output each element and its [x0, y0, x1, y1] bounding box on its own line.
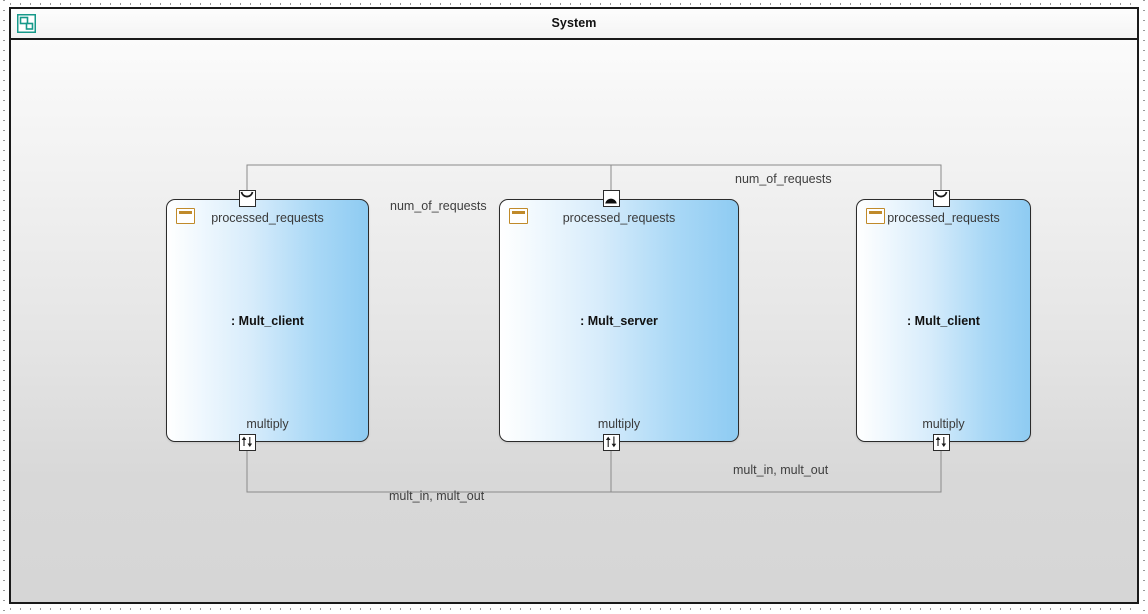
port-processed-requests-provided-server[interactable]: [603, 190, 620, 207]
port-label-processed-requests: processed_requests: [562, 211, 676, 225]
part-mult-client-right[interactable]: processed_requests : Mult_client multipl…: [856, 199, 1031, 442]
frame-title-bar: System: [11, 9, 1137, 40]
composite-structure-diagram-icon: [16, 13, 37, 34]
part-mult-server[interactable]: processed_requests : Mult_server multipl…: [499, 199, 739, 442]
port-processed-requests-required-left[interactable]: [239, 190, 256, 207]
port-label-multiply: multiply: [597, 417, 641, 431]
port-label-multiply: multiply: [922, 417, 965, 431]
connector-mult-left-path: [246, 442, 612, 493]
component-icon: [509, 208, 528, 224]
port-label-multiply: multiply: [246, 417, 289, 431]
page-title: System: [551, 16, 597, 30]
port-processed-requests-required-right[interactable]: [933, 190, 950, 207]
ruler-left: [0, 0, 9, 614]
system-frame[interactable]: System num_of_requests num_of_requests: [9, 7, 1139, 604]
part-name-label: : Mult_client: [907, 313, 980, 328]
port-label-processed-requests: processed_requests: [887, 211, 1000, 225]
component-icon: [176, 208, 195, 224]
connector-label-num-of-requests-right: num_of_requests: [735, 172, 832, 186]
ruler-right: [1139, 0, 1148, 614]
port-multiply-flow-left[interactable]: [239, 434, 256, 451]
ruler-top: [0, 0, 1148, 8]
connector-label-mult-left: mult_in, mult_out: [389, 489, 485, 503]
port-multiply-flow-right[interactable]: [933, 434, 950, 451]
port-multiply-flow-server[interactable]: [603, 434, 620, 451]
connector-label-mult-right: mult_in, mult_out: [733, 463, 829, 477]
component-icon: [866, 208, 885, 224]
part-mult-client-left[interactable]: processed_requests : Mult_client multipl…: [166, 199, 369, 442]
port-label-processed-requests: processed_requests: [211, 211, 324, 225]
part-name-label: : Mult_client: [231, 313, 304, 328]
connector-label-num-of-requests-left: num_of_requests: [390, 199, 487, 213]
diagram-canvas[interactable]: num_of_requests num_of_requests mult_in,…: [11, 40, 1137, 602]
part-name-label: : Mult_server: [580, 313, 658, 328]
ruler-bottom: [0, 604, 1148, 614]
connector-num-of-requests-left-path: [246, 164, 612, 199]
